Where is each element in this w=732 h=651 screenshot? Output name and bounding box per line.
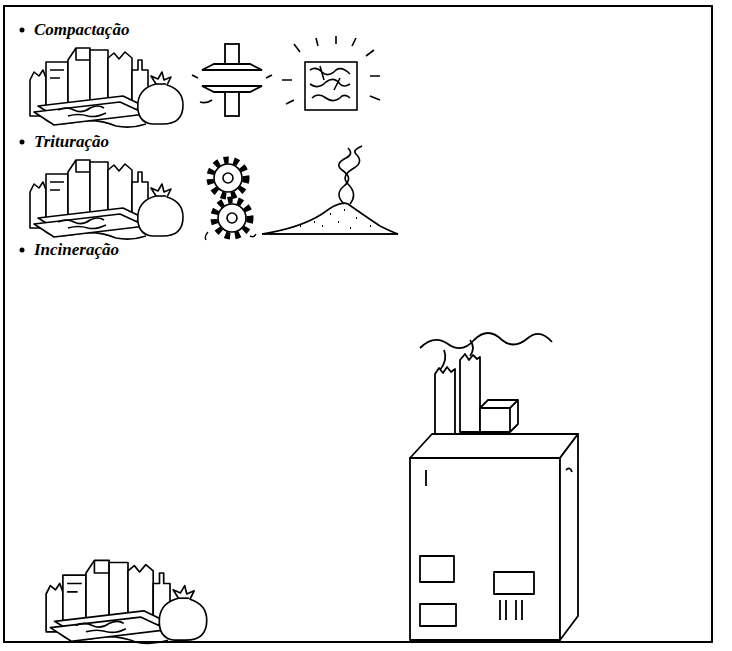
cube-face [305, 62, 357, 110]
compacted-cube [282, 36, 380, 110]
section-heading: Incineração [34, 240, 119, 260]
smoke-plume [420, 333, 552, 348]
smoke-wisp [345, 146, 362, 204]
gear-teeth [210, 160, 246, 196]
side-face [560, 434, 578, 640]
garbage-pile [30, 48, 183, 127]
figure-border [4, 6, 712, 642]
press-rod [225, 92, 239, 116]
garbage-pile [30, 160, 183, 239]
ground-line [262, 233, 398, 235]
press-plate [202, 64, 262, 70]
window [494, 572, 534, 594]
press-plate [202, 86, 262, 92]
gear-hub [223, 173, 233, 183]
shine-rays [282, 36, 380, 104]
front-face [410, 458, 560, 640]
bullet-dot [20, 248, 25, 253]
dust-mound [262, 203, 398, 234]
gear-body [214, 164, 242, 192]
roof-box [480, 400, 518, 432]
bullet-dot [20, 140, 25, 145]
building-detail [426, 468, 572, 620]
motion-line [205, 232, 256, 240]
gear-pair [205, 160, 256, 240]
gear-teeth [214, 200, 250, 236]
section-heading: Compactação [34, 20, 129, 40]
press-symbol [192, 44, 272, 116]
shredded-heap [262, 146, 398, 234]
incinerator-building [410, 333, 578, 640]
cube-contents [310, 66, 350, 101]
section-heading: Trituração [34, 132, 109, 152]
chimney [460, 354, 480, 432]
motion-line [192, 75, 272, 103]
furnace-door [420, 604, 456, 626]
gear-body [218, 204, 246, 232]
bullet-dot [20, 28, 25, 33]
gear-hub [227, 213, 237, 223]
chimney [435, 367, 455, 440]
window [420, 556, 454, 582]
garbage-pile [46, 560, 207, 643]
roof-face [410, 434, 578, 458]
dust-dots [300, 210, 371, 228]
press-rod [225, 44, 239, 66]
